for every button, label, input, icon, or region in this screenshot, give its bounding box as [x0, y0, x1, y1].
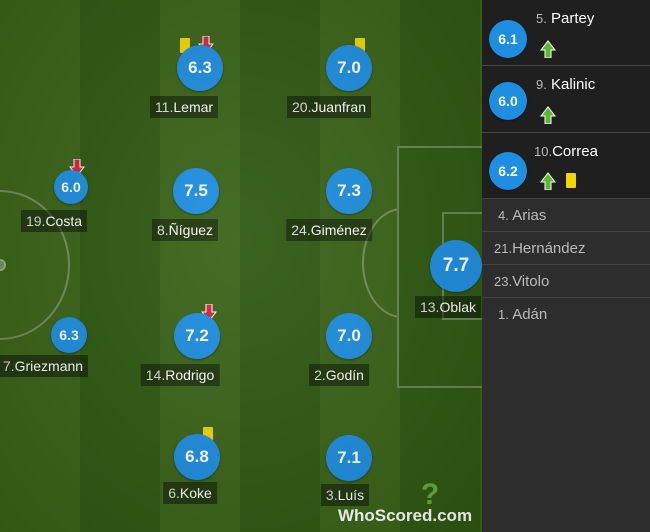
player-name-label: 19.Costa	[20, 210, 88, 232]
player-rating: 6.0	[54, 170, 88, 204]
player-rating: 6.3	[51, 317, 87, 353]
yellow-card-icon	[566, 173, 576, 188]
player-rating: 7.2	[174, 313, 220, 359]
player-name-label: 7.Griezmann	[0, 355, 89, 377]
substitutes-panel: 6.1 5. Partey 6.0 9. Kalinic 6.2 10.Corr…	[482, 0, 650, 532]
kick-spot	[0, 259, 6, 271]
player-rating: 7.5	[173, 168, 219, 214]
player-rating: 7.7	[430, 240, 482, 292]
pitch: 6.3 11.Lemar 7.0 20.Juanfran 6.0 19.Cost…	[0, 0, 482, 532]
player-name-label: 23.Vitolo	[494, 273, 550, 290]
player-name-label: 3.Luís	[320, 484, 370, 506]
player-name-label: 6.Koke	[163, 482, 217, 504]
player-rating: 6.2	[489, 152, 527, 190]
player-rating: 7.0	[326, 45, 372, 91]
sub-off-arrow-icon	[201, 304, 217, 322]
sub-player-correa[interactable]: 6.2 10.Correa	[482, 133, 650, 199]
player-name-label: 8.Ñíguez	[151, 219, 219, 241]
player-name-label: 13.Oblak	[414, 296, 482, 318]
svg-text:?: ?	[421, 482, 439, 511]
player-rating: 6.3	[177, 45, 223, 91]
player-name-label: 2.Godín	[309, 364, 369, 386]
yellow-card-icon	[203, 427, 213, 442]
sub-off-arrow-icon	[69, 159, 85, 177]
player-name-label: 9. Kalinic	[536, 76, 596, 93]
sub-player-hernandez[interactable]: 21.Hernández	[482, 232, 650, 265]
player-rating: 6.0	[489, 82, 527, 120]
whoscored-logo: ? WhoScored.com	[330, 478, 480, 528]
sub-player-adan[interactable]: 1. Adán	[482, 298, 650, 331]
yellow-card-icon	[180, 38, 190, 53]
yellow-card-icon	[355, 38, 365, 53]
sub-player-arias[interactable]: 4. Arias	[482, 199, 650, 232]
player-rating: 7.1	[326, 435, 372, 481]
sub-on-arrow-icon	[540, 106, 556, 124]
sub-player-vitolo[interactable]: 23.Vitolo	[482, 265, 650, 298]
sub-on-arrow-icon	[540, 40, 556, 58]
svg-text:WhoScored.com: WhoScored.com	[338, 506, 472, 525]
player-name-label: 4. Arias	[498, 207, 547, 224]
player-name-label: 10.Correa	[534, 143, 598, 160]
sub-on-arrow-icon	[540, 172, 556, 190]
player-name-label: 14.Rodrigo	[140, 364, 220, 386]
player-name-label: 5. Partey	[536, 10, 595, 27]
player-name-label: 20.Juanfran	[287, 96, 371, 118]
player-name-label: 21.Hernández	[494, 240, 586, 257]
player-name-label: 1. Adán	[498, 306, 548, 323]
player-rating: 6.1	[489, 20, 527, 58]
player-name-label: 24.Giménez	[286, 219, 372, 241]
sub-player-partey[interactable]: 6.1 5. Partey	[482, 0, 650, 66]
player-rating: 6.8	[174, 434, 220, 480]
player-rating: 7.3	[326, 168, 372, 214]
sub-player-kalinic[interactable]: 6.0 9. Kalinic	[482, 66, 650, 133]
player-rating: 7.0	[326, 313, 372, 359]
player-name-label: 11.Lemar	[149, 96, 219, 118]
